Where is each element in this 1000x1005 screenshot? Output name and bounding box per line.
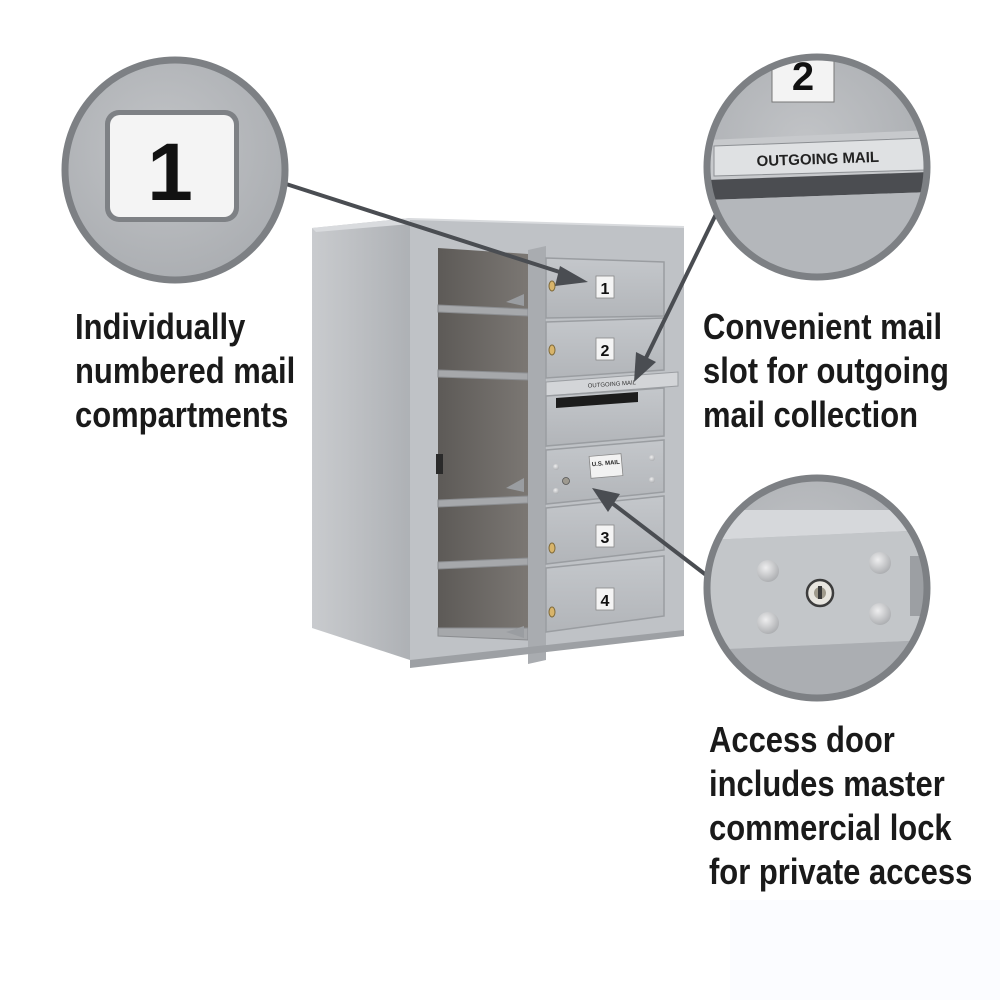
- master-lock-icon: [805, 578, 835, 608]
- leader-lines: [282, 181, 720, 580]
- rivet: [757, 612, 779, 634]
- caption-line: mail collection: [703, 394, 919, 435]
- interior-shelves: [437, 304, 529, 641]
- zoom-circle-number: 1: [61, 56, 289, 284]
- access-door-details: U.S. MAIL: [553, 453, 655, 494]
- door-number-4: 4: [601, 593, 610, 610]
- cabinet-interior: [438, 248, 528, 640]
- caption-line: numbered mail: [75, 350, 296, 391]
- zoom-circle-lock: [703, 474, 931, 702]
- caption-line: includes master: [709, 763, 945, 804]
- access-door-tag: U.S. MAIL: [592, 460, 621, 468]
- rivet: [869, 603, 891, 625]
- hinge-tabs: [506, 294, 524, 638]
- caption-line: compartments: [75, 394, 289, 435]
- corner-patch: [730, 900, 1000, 1000]
- caption-line: Convenient mail: [703, 306, 943, 347]
- caption-line: slot for outgoing: [703, 350, 949, 391]
- caption-line: for private access: [709, 851, 973, 892]
- door-number-3: 3: [601, 530, 610, 547]
- caption-compartments: Individually numbered mail compartments: [75, 305, 295, 437]
- slot-label-small: OUTGOING MAIL: [588, 380, 637, 389]
- zoom-number-2: 2: [792, 55, 814, 99]
- zoom-outgoing-label: OUTGOING MAIL: [756, 149, 879, 170]
- caption-line: Access door: [709, 719, 895, 760]
- caption-line: Individually: [75, 306, 246, 347]
- mailbox-cabinet: 1 2 3 4 OUTGOING MAIL U.S. MAIL: [312, 218, 684, 668]
- open-door-edge: [528, 246, 546, 664]
- caption-access-door: Access door includes master commercial l…: [709, 718, 972, 894]
- rivet: [757, 560, 779, 582]
- zoom-circle-outgoing: 2 OUTGOING MAIL: [703, 53, 931, 281]
- interior-latch: [436, 454, 443, 474]
- zoom-number-1: 1: [147, 127, 193, 218]
- cabinet-side-panel: [312, 218, 410, 660]
- door-number-2: 2: [601, 343, 610, 360]
- caption-line: commercial lock: [709, 807, 952, 848]
- door-number-plates: 1 2 3 4: [595, 275, 615, 611]
- compartment-doors: [545, 257, 679, 633]
- caption-outgoing-slot: Convenient mail slot for outgoing mail c…: [703, 305, 949, 437]
- rivet: [869, 552, 891, 574]
- door-locks: [548, 280, 556, 618]
- door-number-1: 1: [601, 281, 610, 298]
